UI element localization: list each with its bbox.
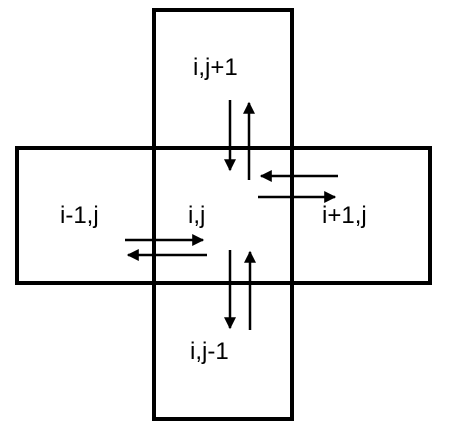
cell-right-box	[290, 146, 432, 285]
cell-left-label: i-1,j	[60, 202, 99, 229]
cell-bottom-box	[152, 281, 294, 421]
cell-center-box	[152, 146, 294, 285]
cell-top-label: i,j+1	[193, 54, 238, 81]
cell-right-label: i+1,j	[322, 202, 367, 229]
cell-bottom-label: i,j-1	[190, 338, 229, 365]
cell-center-label: i,j	[188, 202, 205, 229]
